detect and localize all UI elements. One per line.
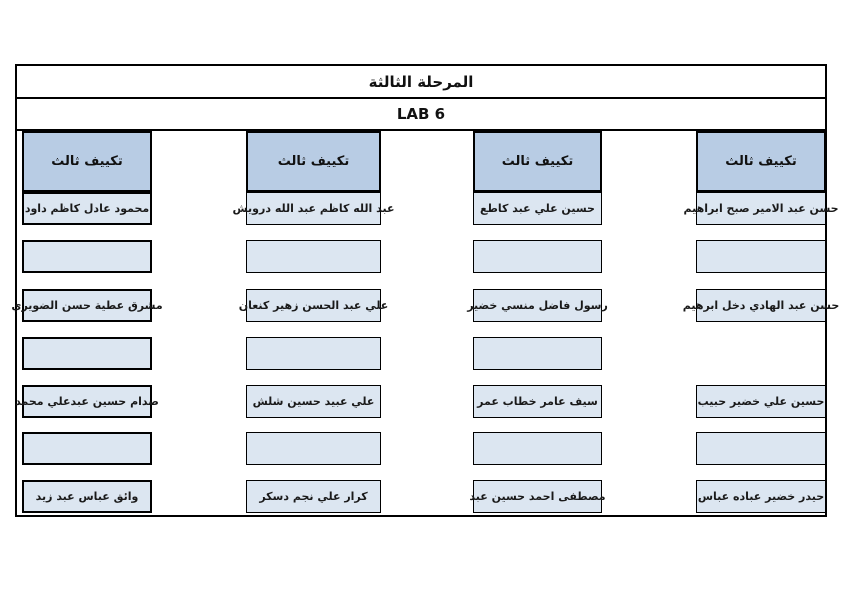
column-header-label: تكييف ثالث bbox=[277, 154, 350, 169]
column-header: تكييف ثالث bbox=[473, 131, 602, 192]
student-name-cell: سيف عامر خطاب عمر bbox=[473, 385, 602, 418]
student-name-cell: حسين علي عبد كاطع bbox=[473, 192, 602, 225]
empty-slot-cell bbox=[22, 240, 152, 273]
student-name-cell: محمود عادل كاظم داود bbox=[22, 192, 152, 225]
empty-slot-cell bbox=[696, 240, 826, 273]
empty-slot-cell bbox=[22, 337, 152, 370]
student-name-cell: رسول فاضل منسي خضير bbox=[467, 289, 608, 322]
lab-column: تكييف ثالث حسين علي عبد كاطع رسول فاضل من… bbox=[467, 131, 608, 513]
student-name-cell: علي عبد الحسن زهير كنعان bbox=[239, 289, 388, 322]
student-name-cell: حسن عبد الهادي دخل ابرهيم bbox=[683, 289, 839, 322]
column-header: تكييف ثالث bbox=[22, 131, 152, 192]
empty-slot-cell bbox=[473, 337, 602, 370]
stage-title-row: المرحلة الثالثة bbox=[17, 66, 825, 99]
student-name: مصطفى احمد حسين عبد bbox=[469, 490, 606, 503]
student-name-cell: مشرق عطية حسن الضويري bbox=[11, 289, 163, 322]
column-header: تكييف ثالث bbox=[246, 131, 381, 192]
column-header-label: تكييف ثالث bbox=[51, 154, 123, 169]
student-name: حيدر خضير عباده عباس bbox=[697, 490, 825, 503]
empty-slot-cell bbox=[246, 240, 381, 273]
student-name-cell: وائق عباس عبد زيد bbox=[22, 480, 152, 513]
student-name: حسين علي خضير حبيب bbox=[697, 395, 825, 408]
student-name-cell: عبد الله كاظم عبد الله درويش bbox=[233, 192, 395, 225]
student-name: علي عبيد حسين شلش bbox=[252, 395, 375, 408]
student-name: حسن عبد الامير صبح ابراهيم bbox=[683, 202, 839, 215]
empty-slot-cell bbox=[246, 432, 381, 465]
student-name-cell: حسين علي خضير حبيب bbox=[696, 385, 826, 418]
student-name: كرار علي نجم دسكر bbox=[259, 490, 368, 503]
lab-title: LAB 6 bbox=[396, 105, 446, 123]
student-name: علي عبد الحسن زهير كنعان bbox=[238, 299, 389, 312]
lab-column: تكييف ثالث محمود عادل كاظم داود مشرق عطية… bbox=[11, 131, 163, 513]
lab-title-row: LAB 6 bbox=[17, 99, 825, 131]
student-name: صدام حسين عبدعلي محمد bbox=[15, 395, 159, 408]
empty-slot-cell bbox=[696, 432, 826, 465]
student-name: وائق عباس عبد زيد bbox=[35, 490, 139, 503]
stage-title: المرحلة الثالثة bbox=[368, 72, 474, 91]
lab-column: تكييف ثالث عبد الله كاظم عبد الله درويش ع… bbox=[233, 131, 395, 513]
empty-slot-cell bbox=[473, 240, 602, 273]
student-name: عبد الله كاظم عبد الله درويش bbox=[232, 202, 395, 215]
student-name: حسين علي عبد كاطع bbox=[480, 202, 595, 215]
student-name: مشرق عطية حسن الضويري bbox=[11, 299, 163, 312]
empty-slot-cell bbox=[246, 337, 381, 370]
empty-slot-cell bbox=[22, 432, 152, 465]
student-name-cell: كرار علي نجم دسكر bbox=[246, 480, 381, 513]
student-name-cell: صدام حسين عبدعلي محمد bbox=[15, 385, 159, 418]
column-header-label: تكييف ثالث bbox=[725, 154, 797, 169]
student-name: رسول فاضل منسي خضير bbox=[467, 299, 608, 312]
student-name-cell: علي عبيد حسين شلش bbox=[246, 385, 381, 418]
column-header: تكييف ثالث bbox=[696, 131, 826, 192]
student-name-cell: حسن عبد الامير صبح ابراهيم bbox=[683, 192, 839, 225]
student-name: محمود عادل كاظم داود bbox=[24, 202, 150, 215]
schedule-table: المرحلة الثالثة LAB 6 تكييف ثالث محمود ع… bbox=[11, 64, 839, 517]
column-header-label: تكييف ثالث bbox=[501, 154, 574, 169]
student-name: سيف عامر خطاب عمر bbox=[477, 395, 598, 408]
columns-area: تكييف ثالث محمود عادل كاظم داود مشرق عطية… bbox=[11, 131, 839, 515]
lab-column: تكييف ثالث حسن عبد الامير صبح ابراهيم حسن… bbox=[683, 131, 839, 513]
student-name-cell: حيدر خضير عباده عباس bbox=[696, 480, 826, 513]
student-name: حسن عبد الهادي دخل ابرهيم bbox=[682, 299, 840, 312]
student-name-cell: مصطفى احمد حسين عبد bbox=[469, 480, 606, 513]
empty-slot-cell bbox=[473, 432, 602, 465]
